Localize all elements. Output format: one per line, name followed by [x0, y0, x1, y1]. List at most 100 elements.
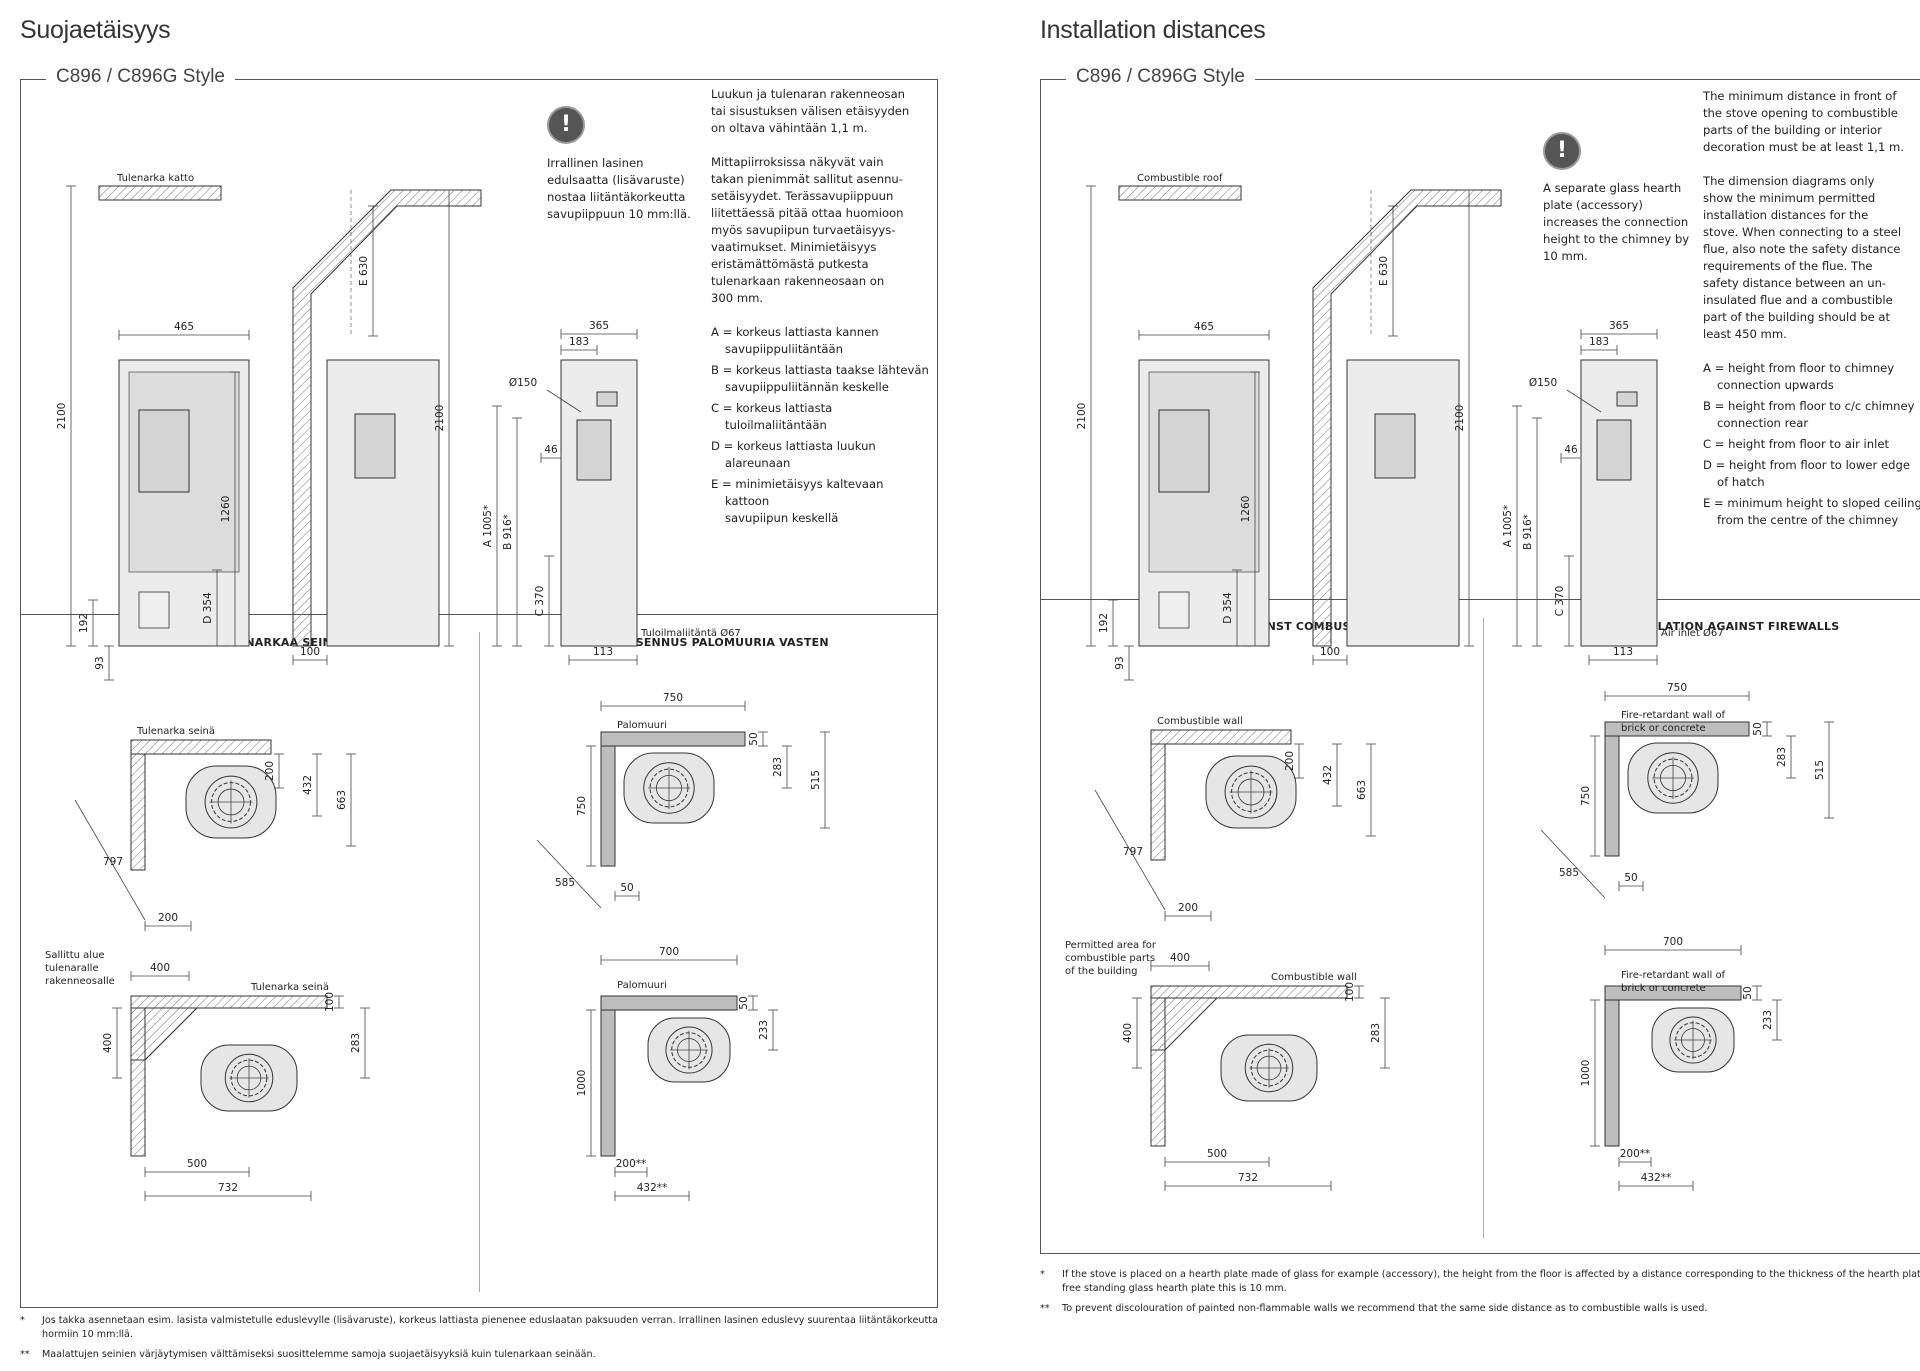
exclamation-icon: !	[1543, 132, 1581, 170]
dim-flat-100-label: 100	[324, 992, 336, 1012]
air-inlet-label: Air inlet Ø67	[1661, 627, 1724, 639]
comb-wall-vertical	[1150, 997, 1166, 1147]
firewall-label: Palomuuri	[617, 720, 667, 731]
drawing-frame: ! A separate glass hearth plate (accesso…	[1040, 79, 1920, 1254]
dim-d354-label: D 354	[1222, 592, 1234, 624]
dim-192-label: 192	[1098, 613, 1110, 633]
dim-d150-label: Ø150	[1529, 377, 1557, 389]
ash-door	[1158, 591, 1190, 629]
notes-column: The minimum distance in front of the sto…	[1703, 88, 1920, 533]
comb-wall-label: Tulenarka seinä	[136, 726, 215, 737]
leader-d150	[1566, 389, 1602, 413]
glass-plate-note: Irrallinen lasinen edulsaatta (lisävarus…	[547, 156, 691, 221]
footnote-2: **Maalattujen seinien värjäytymisen vält…	[20, 1349, 596, 1360]
dim-c370-label: C 370	[1554, 586, 1566, 617]
flue-ring-outer	[1647, 752, 1699, 804]
firewall-flat-left	[600, 1009, 616, 1157]
dim-fire-b50-label: 50	[620, 882, 633, 894]
comb-wall-label-2: Tulenarka seinä	[250, 982, 329, 993]
dim-flat-fire-233-label: 233	[1762, 1010, 1774, 1030]
footnotes: *If the stove is placed on a hearth plat…	[1040, 1268, 1920, 1322]
footnote-2: **To prevent discolouration of painted n…	[1040, 1303, 1708, 1314]
flue-ring-outer	[1224, 765, 1278, 819]
dim-height-total-label: 2100	[1076, 403, 1088, 430]
stove-side-window	[1374, 413, 1416, 479]
ash-door	[138, 591, 170, 629]
section-divider	[1041, 599, 1920, 600]
dim-a1005-label: A 1005*	[482, 505, 494, 548]
sloped-wall-hatch	[292, 189, 482, 647]
stove-front-window	[138, 409, 190, 493]
column-divider	[479, 632, 480, 1292]
stove-top-flat-comb	[200, 1044, 298, 1112]
stove-top-corner-comb	[1205, 755, 1297, 829]
dim-fire-50-label: 50	[1752, 722, 1764, 735]
comb-wall-flat	[1150, 985, 1348, 999]
flue-ring-outer	[1669, 1016, 1717, 1064]
dim-flat-fire-200-label: 200**	[616, 1158, 647, 1170]
dim-corner-663-label: 663	[1356, 780, 1368, 800]
dim-c370-label: C 370	[534, 586, 546, 617]
exclamation-icon: !	[547, 106, 585, 144]
flue-ring-outer	[204, 775, 258, 829]
section-title-firewall: INSTALLATION AGAINST FIREWALLS	[1613, 620, 1840, 633]
dim-flat-fire-200-label: 200**	[1620, 1148, 1651, 1160]
dim-fire-750-label: 750	[1667, 682, 1687, 694]
stove-top-flat-fire	[647, 1017, 731, 1083]
dim-flat-fire-432-label: 432**	[1641, 1172, 1672, 1184]
firewall-top	[1604, 721, 1750, 737]
dimension-note: Mittapiirroksissa näkyvät vain takan pie…	[711, 155, 904, 305]
page-title: Installation distances	[1040, 16, 1266, 44]
dim-183-label: 183	[1589, 336, 1609, 348]
dim-46-label: 46	[1564, 444, 1578, 456]
comb-wall-flat	[130, 995, 328, 1009]
diag-585-line	[536, 839, 602, 909]
firewall-flat-top	[1604, 985, 1742, 1001]
dim-b916-label: B 916*	[502, 514, 514, 550]
legend-list: A = korkeus lattiasta kannen savupiippul…	[711, 324, 931, 527]
roof-label: Tulenarka katto	[116, 173, 194, 184]
roof-hatch	[1118, 185, 1242, 201]
dim-1260-label: 1260	[220, 496, 232, 523]
dim-e630-label: E 630	[1378, 256, 1390, 286]
dim-flat-fire-50-label: 50	[1742, 986, 1754, 999]
flue-collar	[1616, 391, 1638, 407]
stove-side-window	[354, 413, 396, 479]
dim-flat-400v-label: 400	[1122, 1023, 1134, 1043]
dim-corner-bottom-label: 200	[158, 912, 178, 924]
dim-flat-100-label: 100	[1344, 982, 1356, 1002]
dim-d150-label: Ø150	[509, 377, 537, 389]
model-label: C896 / C896G Style	[46, 66, 235, 88]
dim-corner-200-label: 200	[1284, 751, 1296, 771]
dim-flat-fire-700-label: 700	[659, 946, 679, 958]
page-title: Suojaetäisyys	[20, 16, 171, 44]
dim-797-label: 797	[103, 856, 123, 868]
dim-fire-750-label: 750	[663, 692, 683, 704]
clearance-intro: The minimum distance in front of the sto…	[1703, 89, 1904, 154]
dim-e630-label: E 630	[358, 256, 370, 286]
sloped-wall-hatch	[1312, 189, 1502, 647]
stove-rear-window	[1596, 419, 1632, 481]
dim-fire-750v-label: 750	[576, 796, 588, 816]
dim-flat-283-label: 283	[1370, 1023, 1382, 1043]
legend-item-e: E = minimum height to sloped ceiling fro…	[1703, 496, 1920, 527]
dim-corner-432-label: 432	[1322, 765, 1334, 785]
dim-365-label: 365	[1609, 320, 1629, 332]
dim-46-label: 46	[544, 444, 558, 456]
footnote-1: *If the stove is placed on a hearth plat…	[1040, 1269, 1920, 1294]
firewall-left	[1604, 735, 1620, 857]
firewall-flat-left	[1604, 999, 1620, 1147]
section-title-firewall: ASENNUS PALOMUURIA VASTEN	[627, 636, 829, 649]
dim-2100b-label: 2100	[434, 405, 446, 432]
dim-183-label: 183	[569, 336, 589, 348]
flue-ring-outer	[643, 762, 695, 814]
dim-flat-fire-1000-label: 1000	[1580, 1060, 1592, 1087]
comb-wall-top	[130, 739, 272, 755]
stove-top-flat-comb	[1220, 1034, 1318, 1102]
comb-wall-top	[1150, 729, 1292, 745]
dim-fire-283-label: 283	[1776, 747, 1788, 767]
legend-item-a: A = height from floor to chimney connect…	[1703, 361, 1895, 392]
